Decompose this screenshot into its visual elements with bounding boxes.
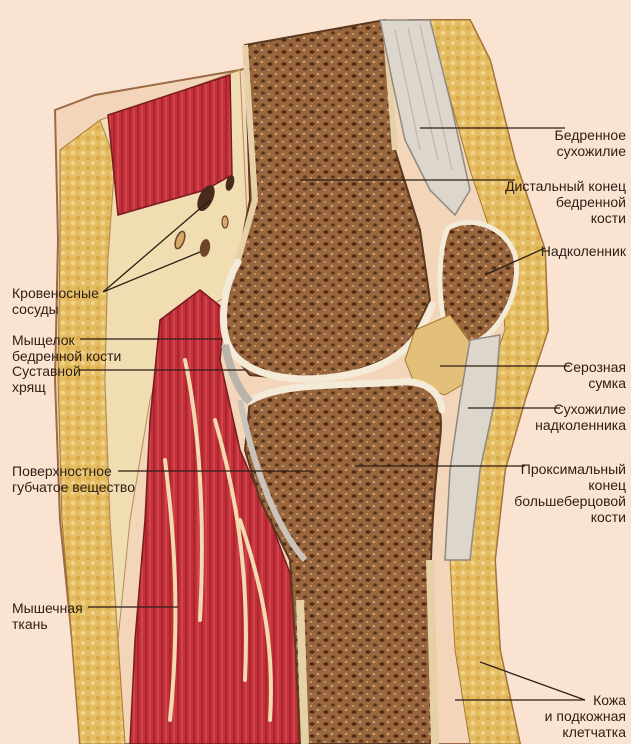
label-patella: Надколенник — [541, 243, 626, 259]
label-distal-femur: Дистальный конец бедренной кости — [505, 178, 626, 226]
label-articular-cartilage: Суставной хрящ — [12, 363, 81, 395]
label-blood-vessels: Кровеносные сосуды — [12, 285, 99, 317]
label-serous-bursa: Серозная сумка — [563, 359, 626, 391]
label-femoral-tendon: Бедренное сухожилие — [555, 127, 626, 159]
label-femoral-condyle: Мыщелок бедренной кости — [12, 332, 121, 364]
tibia-cortex-front — [430, 560, 435, 744]
label-muscle-tissue: Мышечная ткань — [12, 600, 83, 632]
tibia-cortex — [300, 600, 305, 744]
label-skin: Кожа и подкожная клетчатка — [545, 692, 626, 740]
label-proximal-tibia: Проксимальный конец большеберцовой кости — [514, 461, 626, 525]
label-spongy-bone: Поверхностное губчатое вещество — [12, 463, 135, 495]
label-patellar-tendon: Сухожилие надколенника — [535, 401, 626, 433]
